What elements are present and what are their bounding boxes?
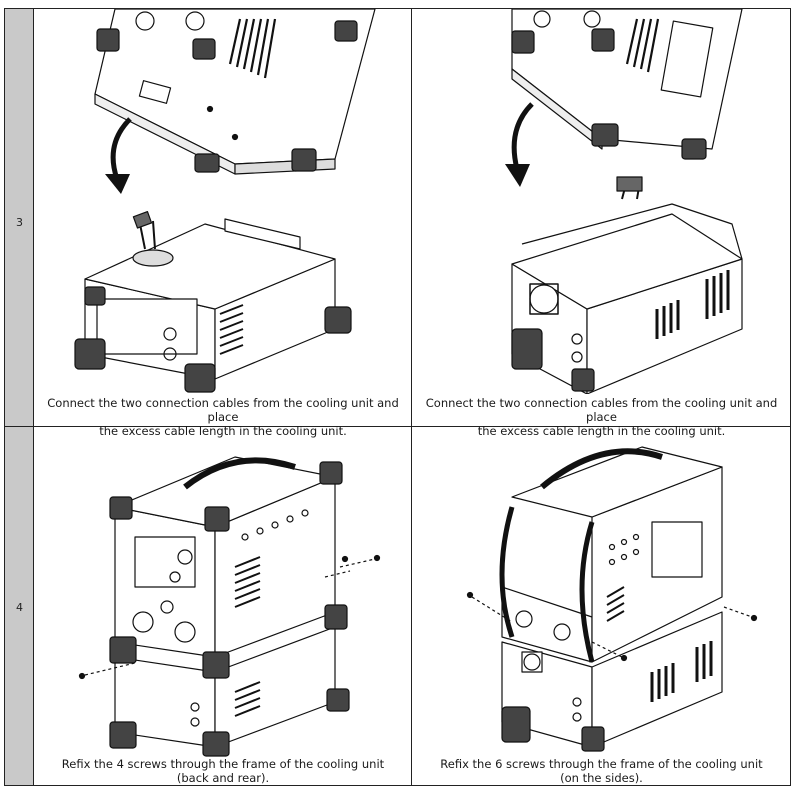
step3-right-illustration <box>505 9 743 394</box>
caption-line-2: the excess cable length in the cooling u… <box>99 424 347 438</box>
caption-line-2: (back and rear). <box>176 771 270 785</box>
caption-line-1: Refix the 6 screws through the frame of … <box>440 757 763 771</box>
instruction-table: 3 4 <box>4 8 791 786</box>
column-divider <box>411 9 412 785</box>
step-number-3: 3 <box>16 216 23 229</box>
welder-unit-lowering <box>94 9 376 175</box>
caption-line-1: Connect the two connection cables from t… <box>47 396 399 424</box>
cooling-unit <box>511 176 743 394</box>
caption-line-2: the excess cable length in the cooling u… <box>477 424 726 438</box>
caption-line-2: (on the sides). <box>560 771 643 785</box>
step3-left-illustration <box>74 9 376 393</box>
welder-on-cooling-unit <box>109 456 350 757</box>
step3-left-caption: Connect the two connection cables from t… <box>35 396 411 438</box>
step4-right-illustration <box>466 446 758 752</box>
cooling-unit <box>74 211 352 393</box>
screw-icons <box>466 591 758 662</box>
step3-right-cell: Connect the two connection cables from t… <box>412 9 791 438</box>
step4-left-cell: Refix the 4 screws through the frame of … <box>35 427 411 786</box>
step-number-4: 4 <box>16 601 23 614</box>
step3-right-caption: Connect the two connection cables from t… <box>412 396 791 438</box>
step3-left-cell: Connect the two connection cables from t… <box>35 9 411 438</box>
caption-line-1: Connect the two connection cables from t… <box>425 396 778 424</box>
welder-unit-lowering <box>511 9 743 160</box>
caption-line-1: Refix the 4 screws through the frame of … <box>61 757 385 771</box>
welder-on-cooling-unit <box>499 446 723 752</box>
step4-left-illustration <box>78 456 381 757</box>
step4-left-caption: Refix the 4 screws through the frame of … <box>35 757 411 785</box>
step-column: 3 4 <box>5 9 34 785</box>
screw-icons <box>78 554 381 680</box>
step4-right-caption: Refix the 6 screws through the frame of … <box>412 757 791 785</box>
step4-right-cell: Refix the 6 screws through the frame of … <box>412 427 791 786</box>
row-divider <box>5 426 790 427</box>
